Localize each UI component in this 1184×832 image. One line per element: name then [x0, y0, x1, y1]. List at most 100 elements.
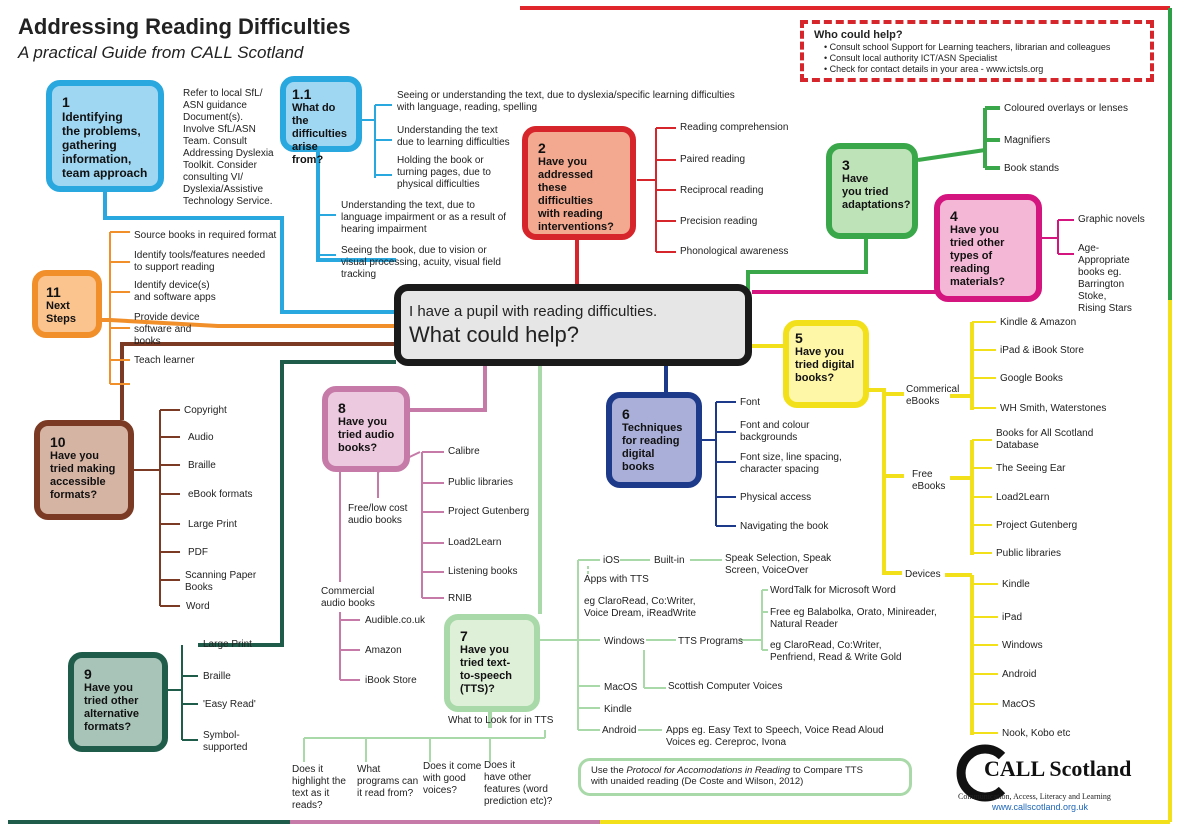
next-step-item: Identify device(s) and software apps — [134, 280, 216, 303]
tts-paid-programs: eg ClaroRead, Co:Writer, Penfriend, Read… — [770, 640, 902, 663]
material-item: Graphic novels — [1078, 214, 1145, 225]
tts-kindle: Kindle — [604, 704, 632, 715]
next-step-item: Teach learner — [134, 355, 195, 366]
device-item: Android — [1002, 669, 1037, 680]
accessible-format-item: Word — [186, 601, 210, 612]
alt-format-item: Large Print — [203, 639, 252, 650]
audio-free-label: Free/low cost audio books — [348, 503, 408, 526]
device-item: Kindle — [1002, 579, 1030, 590]
devices-label: Devices — [905, 569, 941, 580]
adaptation-item: Book stands — [1004, 163, 1060, 174]
ebook-item: Load2Learn — [996, 492, 1050, 503]
ebook-item: Books for All Scotland Database — [996, 428, 1094, 451]
box-1-note: Refer to local SfL/ ASN guidance Documen… — [183, 88, 274, 207]
material-item: Age- Appropriate books eg. Barrington St… — [1078, 243, 1132, 314]
accessible-format-item: Audio — [188, 432, 214, 443]
who-could-help-title: Who could help? — [814, 29, 903, 41]
accessible-format-item: Scanning Paper Books — [185, 570, 257, 593]
logo-url[interactable]: www.callscotland.org.uk — [992, 802, 1089, 812]
tts-macos: MacOS — [604, 682, 638, 693]
call-scotland-logo: CALL Scotland Communication, Access, Lit… — [954, 744, 1144, 814]
audio-item: Load2Learn — [448, 537, 502, 548]
free-ebooks-label: Free eBooks — [912, 469, 946, 492]
audio-item: iBook Store — [365, 675, 417, 686]
accessible-format-item: eBook formats — [188, 489, 253, 500]
technique-item: Font size, line spacing, character spaci… — [740, 452, 842, 475]
alt-format-item: Braille — [203, 671, 231, 682]
device-item: Nook, Kobo etc — [1002, 728, 1071, 739]
tts-windows: Windows — [604, 636, 645, 647]
intervention-item: Paired reading — [680, 154, 746, 165]
audio-item: RNIB — [448, 593, 472, 604]
adaptation-item: Coloured overlays or lenses — [1004, 103, 1128, 114]
central-line-2: What could help? — [409, 322, 579, 347]
tts-free-programs: Free eg Balabolka, Orato, Minireader, Na… — [770, 607, 937, 630]
next-step-item: Source books in required format — [134, 230, 277, 241]
tts-what-to-look-for: What to Look for in TTS — [448, 715, 554, 726]
accessible-format-item: PDF — [188, 547, 208, 558]
technique-item: Navigating the book — [740, 521, 829, 532]
who-could-help-panel: Who could help? • Consult school Support… — [800, 20, 1154, 82]
audio-item: Project Gutenberg — [448, 506, 530, 517]
technique-item: Font and colour backgrounds — [740, 420, 810, 443]
intervention-item: Phonological awareness — [680, 246, 789, 257]
tts-programs: TTS Programs — [678, 636, 744, 647]
accessible-format-item: Large Print — [188, 519, 237, 530]
accessible-format-item: Braille — [188, 460, 216, 471]
difficulty-item: Seeing or understanding the text, due to… — [397, 90, 735, 113]
ebook-item: Project Gutenberg — [996, 520, 1078, 531]
ebook-item: Public libraries — [996, 548, 1062, 559]
audio-item: Public libraries — [448, 477, 514, 488]
tts-speak-selection: Speak Selection, Speak Screen, VoiceOver — [725, 553, 832, 576]
difficulty-item: Understanding the text, due to language … — [341, 200, 507, 235]
audio-item: Listening books — [448, 566, 518, 577]
tts-question: Does it come with good voices? — [423, 761, 482, 796]
accessible-format-item: Copyright — [184, 405, 227, 416]
ebook-item: iPad & iBook Store — [1000, 345, 1084, 356]
tts-ios: iOS — [603, 555, 620, 566]
audio-item: Calibre — [448, 446, 480, 457]
tts-android: Android — [602, 725, 637, 736]
tts-question: What programs can it read from? — [357, 764, 419, 799]
commercial-ebooks-label: Commerical eBooks — [906, 384, 960, 407]
who-item: • Consult local authority ICT/ASN Specia… — [824, 53, 998, 63]
tts-builtin: Built-in — [654, 555, 685, 566]
difficulty-item: Seeing the book, due to vision or visual… — [341, 245, 501, 280]
logo-tagline: Communication, Access, Literacy and Lear… — [958, 792, 1111, 801]
audio-item: Amazon — [365, 645, 402, 656]
alt-format-item: 'Easy Read' — [203, 699, 256, 710]
who-item: • Consult school Support for Learning te… — [824, 42, 1111, 52]
next-step-item: Provide device software and books — [134, 312, 200, 347]
audio-item: Audible.co.uk — [365, 615, 426, 626]
device-item: Windows — [1002, 640, 1043, 651]
device-item: iPad — [1002, 612, 1023, 623]
ebook-item: Kindle & Amazon — [1000, 317, 1077, 328]
page-title: Addressing Reading Difficulties — [18, 14, 351, 39]
adaptation-item: Magnifiers — [1004, 135, 1051, 146]
tts-scottish-voices: Scottish Computer Voices — [668, 681, 783, 692]
who-item: • Check for contact details in your area… — [824, 64, 1044, 74]
tts-question: Does it have other features (word predic… — [484, 760, 553, 807]
intervention-item: Precision reading — [680, 216, 758, 227]
page-subtitle: A practical Guide from CALL Scotland — [18, 43, 304, 62]
central-question: I have a pupil with reading difficulties… — [394, 284, 752, 366]
technique-item: Physical access — [740, 492, 812, 503]
call-logo-c-icon — [956, 744, 1006, 802]
difficulty-item: Holding the book or turning pages, due t… — [397, 155, 491, 190]
tts-android-apps: Apps eg. Easy Text to Speech, Voice Read… — [666, 725, 884, 748]
tts-wordtalk: WordTalk for Microsoft Word — [770, 585, 896, 596]
ebook-item: Google Books — [1000, 373, 1063, 384]
ebook-item: The Seeing Ear — [996, 463, 1066, 474]
next-step-item: Identify tools/features needed to suppor… — [134, 250, 266, 273]
